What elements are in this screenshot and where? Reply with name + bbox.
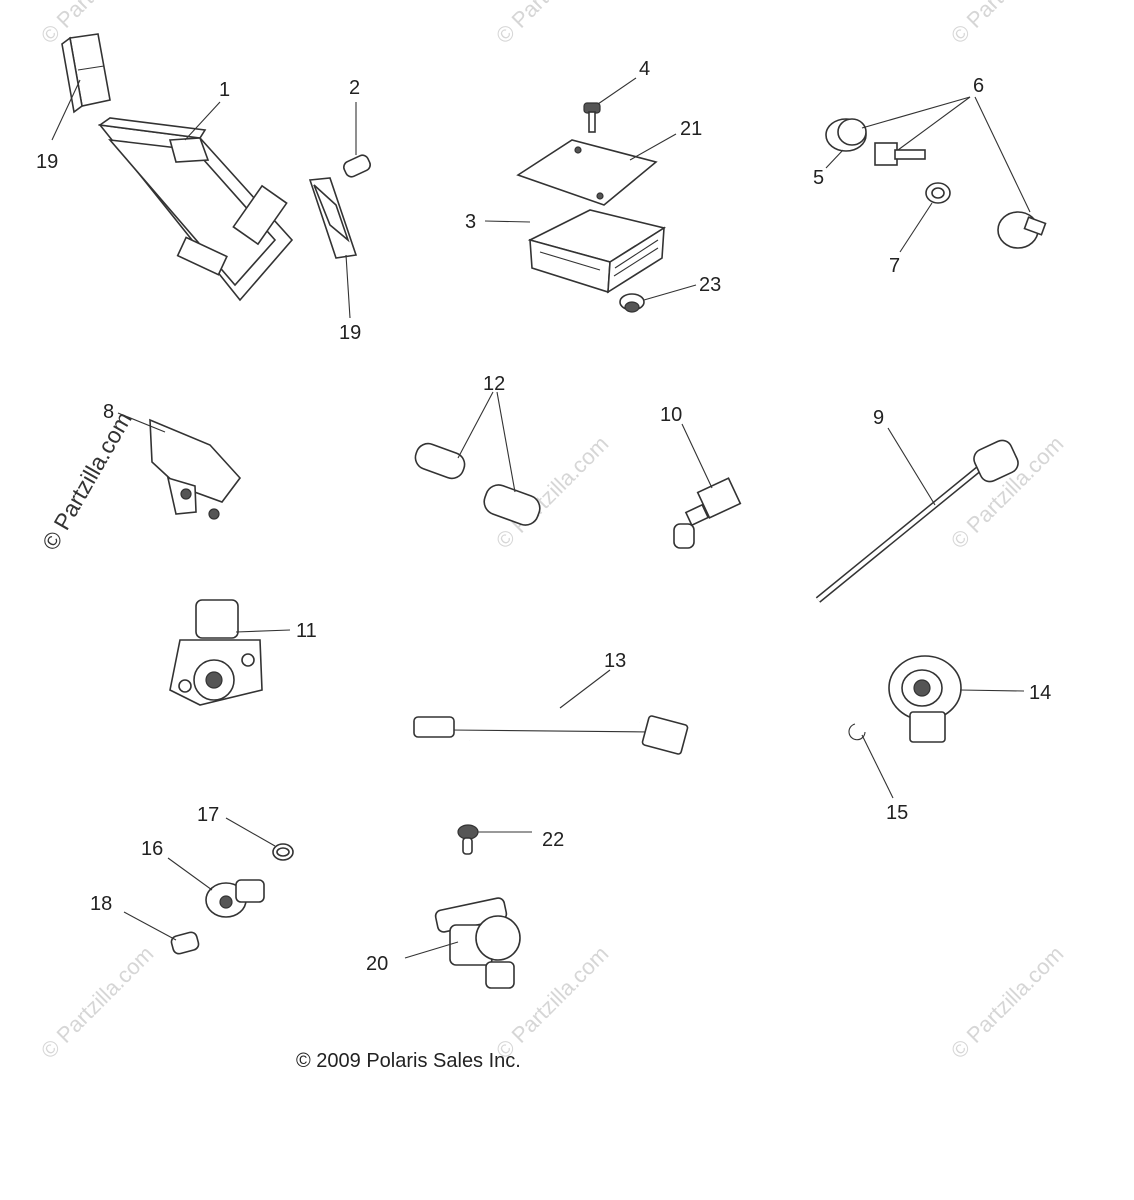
callout-label: 11 — [296, 620, 317, 642]
part-1-ecu — [97, 117, 294, 302]
watermark-prominent: © Partzilla.com — [37, 407, 137, 554]
callout-label: 5 — [813, 167, 824, 189]
part-5-cap — [825, 118, 867, 152]
callout-label: 12 — [483, 373, 505, 395]
callout-label: 23 — [699, 274, 721, 296]
part-15-clip — [848, 723, 866, 741]
watermark: © Partzilla.com — [36, 941, 159, 1064]
part-22-screw — [457, 824, 479, 855]
part-9-rod-sensor — [815, 439, 1019, 603]
callout-label: 22 — [542, 829, 564, 851]
part-19-bracket-top — [61, 33, 111, 114]
part-16-sensor — [205, 879, 265, 918]
part-8-sensor — [149, 418, 242, 520]
copyright-notice: © 2009 Polaris Sales Inc. — [296, 1050, 521, 1072]
callout-label: 1 — [219, 79, 230, 101]
part-10-temp-sensor — [673, 477, 742, 549]
callout-labels: 1 2 3 4 5 6 7 8 9 10 11 12 13 14 15 16 1… — [36, 58, 1051, 975]
callout-label: 16 — [141, 838, 163, 860]
callout-label: 19 — [36, 151, 58, 173]
callout-label: 20 — [366, 953, 388, 975]
callout-label: 10 — [660, 404, 682, 426]
callout-label: 4 — [639, 58, 650, 80]
callout-label: 18 — [90, 893, 112, 915]
part-17-oring — [272, 843, 294, 861]
callout-label: 6 — [973, 75, 984, 97]
part-6-key — [874, 142, 926, 166]
part-7-nut — [925, 182, 951, 204]
part-6-switch — [997, 211, 1047, 249]
part-19-bracket-mid — [308, 177, 358, 259]
callout-label: 7 — [889, 255, 900, 277]
part-11-tps — [169, 599, 263, 706]
callout-label: 14 — [1029, 682, 1051, 704]
callout-label: 8 — [103, 401, 114, 423]
part-3-module — [527, 209, 667, 294]
callout-label: 2 — [349, 77, 360, 99]
callout-label: 3 — [465, 211, 476, 233]
part-21-cover — [516, 139, 658, 206]
watermark: © Partzilla.com — [946, 941, 1069, 1064]
part-20-valve — [434, 897, 521, 989]
watermark: © Partzilla.com — [946, 0, 1069, 49]
callout-label: 9 — [873, 407, 884, 429]
part-13-harness — [413, 688, 689, 767]
part-12-cylinder-a — [414, 442, 466, 480]
part-2-pin — [343, 154, 371, 178]
part-18-pin — [170, 931, 200, 955]
part-4-screw — [583, 102, 601, 133]
callout-label: 17 — [197, 804, 219, 826]
callout-label: 15 — [886, 802, 908, 824]
part-12-cylinder-b — [483, 484, 541, 526]
watermark: © Partzilla.com — [491, 0, 614, 49]
watermark: © Partzilla.com — [491, 941, 614, 1064]
callout-label: 19 — [339, 322, 361, 344]
part-23-grommet — [619, 293, 645, 313]
callout-label: 13 — [604, 650, 626, 672]
callout-label: 21 — [680, 118, 702, 140]
part-14-knock-sensor — [888, 655, 962, 743]
